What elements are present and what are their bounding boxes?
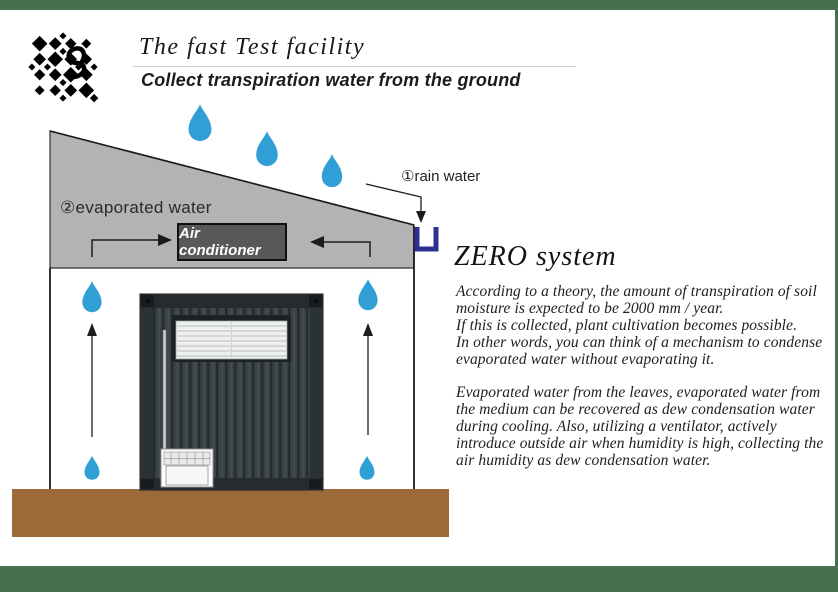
airflow-arrow-right: [324, 241, 371, 257]
rain-water-label: ①rain water: [401, 168, 481, 185]
evaporated-droplet-icon: [82, 281, 102, 313]
rain-water-pointer: [365, 183, 422, 212]
bottom-green-border: [0, 566, 838, 592]
zero-system-paragraph-2: Evaporated water from the leaves, evapor…: [456, 384, 824, 469]
rain-droplet-icon: [188, 104, 212, 142]
title-divider: [133, 66, 576, 67]
condenser-unit: [160, 448, 214, 488]
page-title: The fast Test facility: [139, 34, 366, 60]
container-window: [172, 315, 291, 362]
zero-system-paragraph-1: According to a theory, the amount of tra…: [456, 283, 823, 368]
ground-soil: [12, 489, 449, 537]
company-logo-icon: [28, 32, 99, 103]
evaporated-droplet-icon: [359, 455, 375, 480]
evaporated-water-label: ②evaporated water: [60, 198, 212, 217]
air-conditioner-box: Air conditioner: [177, 223, 287, 261]
evaporated-droplet-icon: [84, 455, 100, 480]
rain-droplet-icon: [256, 131, 278, 167]
right-green-border: [835, 0, 838, 592]
evaporated-droplet-icon: [358, 279, 378, 311]
top-green-border: [0, 0, 838, 10]
air-conditioner-label: Air conditioner: [179, 225, 261, 259]
rain-gutter: [414, 227, 439, 252]
airflow-arrow-left: [91, 239, 158, 257]
container-photo: [139, 293, 324, 491]
rain-droplet-icon: [321, 154, 343, 188]
zero-system-heading: ZERO system: [454, 241, 617, 272]
page-subtitle: Collect transpiration water from the gro…: [141, 70, 521, 90]
